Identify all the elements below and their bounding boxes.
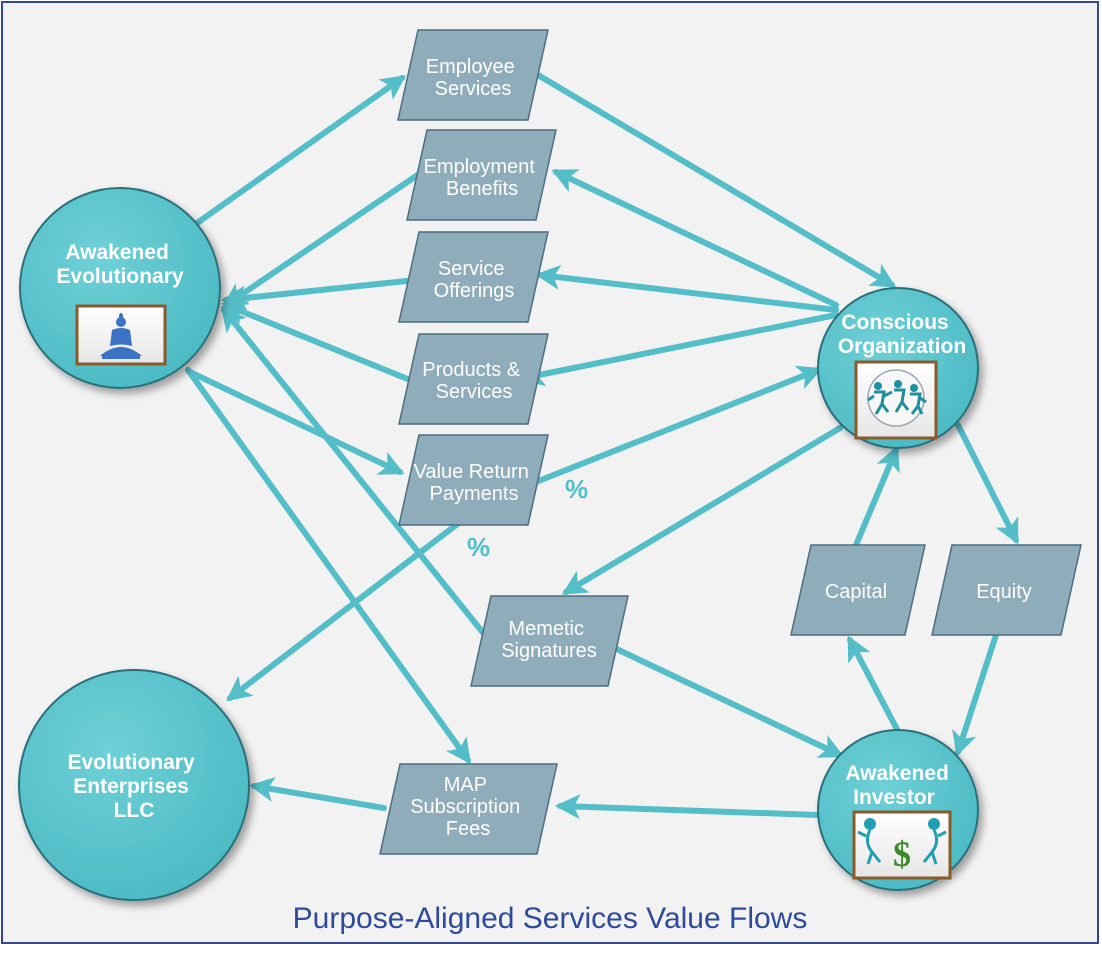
arrow-service-offerings-to-evolutionary [220,277,419,311]
svg-text:Capital: Capital [825,581,887,603]
flow-employee-services: Employee Services [397,29,549,121]
dancing-figures-icon [854,360,938,440]
dollar-figures-icon: $ [852,810,952,880]
svg-text:Products & Services: Products & Services [422,359,525,403]
svg-text:Equity: Equity [976,581,1032,603]
svg-text:Memetic Signatures: Memetic Signatures [501,618,597,662]
arrows-layer [185,72,1019,820]
flow-map-subscription-fees: MAP Subscription Fees [379,763,558,855]
arrow-evolutionary-to-map-fees [185,367,471,765]
arrow-organization-to-employment-benefits [551,169,839,308]
flows-layer: Employee Services Employment Benefits Se… [379,29,1082,855]
buddha-icon [75,304,167,366]
node-awakened-investor: Awakened Investor $ [817,729,979,891]
node-evolutionary-enterprises: Evolutionary Enterprises LLC [18,669,250,901]
arrow-memetic-to-investor [603,641,845,758]
flow-value-return-payments: Value Return Payments [398,434,549,526]
flow-memetic-signatures: Memetic Signatures [470,595,629,687]
arrow-organization-to-equity [955,422,1019,545]
arrow-value-return-to-organization [533,365,823,485]
arrow-evolutionary-to-value-return [187,369,405,475]
flow-employment-benefits: Employment Benefits [406,129,557,221]
svg-text:Conscious Organization: Conscious Organization [838,311,966,358]
arrow-investor-to-capital [847,635,903,738]
svg-text:Awakened Evolutionary: Awakened Evolutionary [56,241,184,288]
svg-text:Awakened Investor: Awakened Investor [845,762,954,809]
arrow-products-to-evolutionary [221,300,413,383]
flow-capital: Capital [790,544,926,636]
arrow-equity-to-investor [952,632,999,757]
svg-text:Service Offerings: Service Offerings [434,258,515,302]
svg-text:$: $ [893,834,911,874]
arrow-organization-to-memetic [561,425,843,595]
arrow-organization-to-products [519,312,839,387]
flow-equity: Equity [931,544,1082,636]
arrow-investor-to-map-fees [554,794,821,820]
node-conscious-organization: Conscious Organization [817,287,979,449]
svg-text:Evolutionary Enterprises: Evolutionary Enterprises LLC [67,751,200,822]
percent-marker-enterprises: % [467,532,490,562]
arrow-memetic-to-evolutionary [220,306,487,637]
arrow-map-fees-to-enterprises [249,776,387,811]
diagram-title: Purpose-Aligned Services Value Flows [293,902,808,935]
svg-text:Employee Services: Employee Services [426,56,521,100]
arrow-value-return-to-enterprises [225,519,463,702]
svg-text:MAP Subscription: MAP Subscription Fees [410,774,526,840]
arrow-employee-services-to-organization [535,72,897,288]
arrow-organization-to-service-offerings [534,264,839,313]
arrow-evolutionary-to-employee-services [187,75,407,231]
flow-products-services: Products & Services [398,333,549,425]
percent-marker-organization: % [565,474,588,504]
arrow-capital-to-organization [853,445,900,548]
flow-service-offerings: Service Offerings [398,231,549,323]
node-awakened-evolutionary: Awakened Evolutionary [19,187,221,389]
svg-text:Employment Benefits: Employment Benefits [424,156,541,200]
svg-text:Value Return Payments: Value Return Payments [414,461,535,505]
arrow-employment-benefits-to-evolutionary [221,169,425,308]
